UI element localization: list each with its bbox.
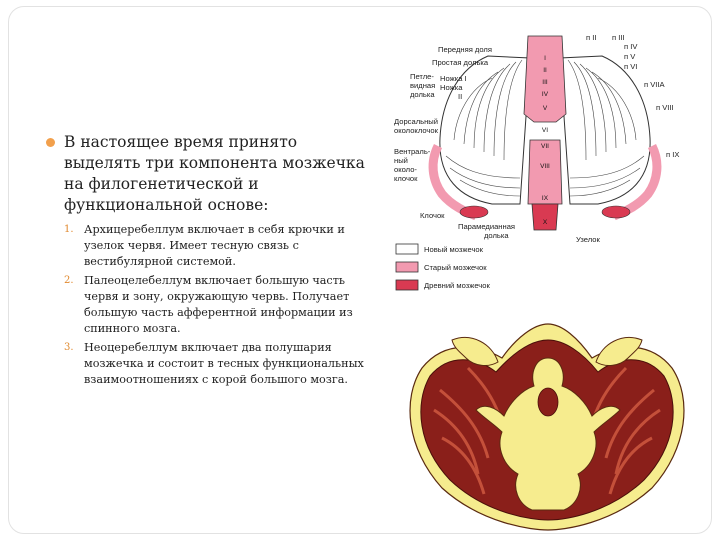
label-ventral-flocculus: около-: [394, 165, 417, 174]
label-ventral-flocculus: ный: [394, 156, 408, 165]
nodulus-region: [531, 203, 559, 231]
label-paramedian: Парамедианная: [458, 222, 515, 231]
left-flocculus: [459, 205, 489, 219]
label-loop-lobule: долька: [410, 90, 435, 99]
list-item: 2. Палеоцелебеллум включает большую част…: [64, 273, 366, 337]
vermis-label: VII: [541, 143, 549, 150]
list-item-text: Палеоцелебеллум включает большую часть ч…: [84, 274, 353, 335]
lower-vermis: [527, 139, 563, 205]
label-dorsal-flocculus: околоклочок: [394, 126, 439, 135]
label-loop-lobule: видная: [410, 81, 435, 90]
vermis-label: II: [543, 67, 547, 74]
right-flocculus: [601, 205, 631, 219]
label-anterior-lobe: Передняя доля: [438, 45, 492, 54]
main-bullet-text: В настоящее время принято выделять три к…: [64, 133, 365, 214]
legend-label-old: Старый мозжечок: [424, 263, 487, 272]
main-bullet: В настоящее время принято выделять три к…: [46, 132, 366, 216]
list-item: 3. Неоцеребеллум включает два полушария …: [64, 340, 366, 388]
left-hemisphere: [439, 55, 531, 205]
vermis-label: IX: [542, 195, 549, 202]
label-simple-lobule: Простая долька: [432, 58, 489, 67]
label-n-vi: п VI: [624, 62, 637, 71]
vermis-label: I: [544, 55, 546, 62]
list-item-number: 3.: [64, 342, 74, 353]
list-item: 1. Архицеребеллум включает в себя крючки…: [64, 222, 366, 270]
cerebellum-diagram: I II III IV V VI VII VIII IX X Передняя …: [394, 33, 679, 291]
label-leg-1: Ножка I: [440, 74, 467, 83]
label-dorsal-flocculus: Дорсальный: [394, 117, 438, 126]
list-item-number: 1.: [64, 224, 74, 235]
legend-label-ancient: Древний мозжечок: [424, 281, 490, 290]
legend-swatch-ancient: [395, 279, 419, 291]
text-column: В настоящее время принято выделять три к…: [46, 132, 366, 391]
list-item-text: Архицеребеллум включает в себя крючки и …: [84, 223, 345, 268]
bullet-dot-icon: [46, 138, 55, 147]
vermis-label: X: [543, 219, 548, 226]
label-leg-2b: II: [458, 92, 462, 101]
label-ventral-flocculus: клочок: [394, 174, 418, 183]
label-paramedian: долька: [484, 231, 509, 240]
vermis-label: VIII: [540, 163, 550, 170]
list-item-number: 2.: [64, 275, 74, 286]
label-n-viii: п VIII: [656, 103, 674, 112]
label-n-iii: п III: [612, 33, 625, 42]
vermis-label: VI: [542, 127, 548, 134]
label-n-iv: п IV: [624, 42, 638, 51]
list-item-text: Неоцеребеллум включает два полушария моз…: [84, 341, 364, 386]
cerebellum-section-image: [409, 323, 685, 531]
label-leg-2: Ножка: [440, 83, 463, 92]
upper-vermis: [523, 35, 567, 123]
vermis-label: IV: [542, 91, 549, 98]
label-ventral-flocculus: Вентраль-: [394, 147, 431, 156]
right-hemisphere: [559, 55, 651, 205]
label-n-ix: п IX: [666, 150, 679, 159]
label-nodulus: Узелок: [576, 235, 601, 244]
label-n-viia: п VIIA: [644, 80, 666, 89]
label-loop-lobule: Петле-: [410, 72, 434, 81]
numbered-list: 1. Архицеребеллум включает в себя крючки…: [46, 222, 366, 388]
label-flocculus: Клочок: [420, 211, 445, 220]
legend-swatch-new: [395, 243, 419, 255]
legend: Новый мозжечок Старый мозжечок Древний м…: [395, 243, 490, 291]
legend-swatch-old: [395, 261, 419, 273]
vermis-label: III: [542, 79, 548, 86]
vermis-label: V: [543, 105, 548, 112]
legend-label-new: Новый мозжечок: [424, 245, 484, 254]
label-n-ii: п II: [586, 33, 596, 42]
label-n-v: п V: [624, 52, 636, 61]
